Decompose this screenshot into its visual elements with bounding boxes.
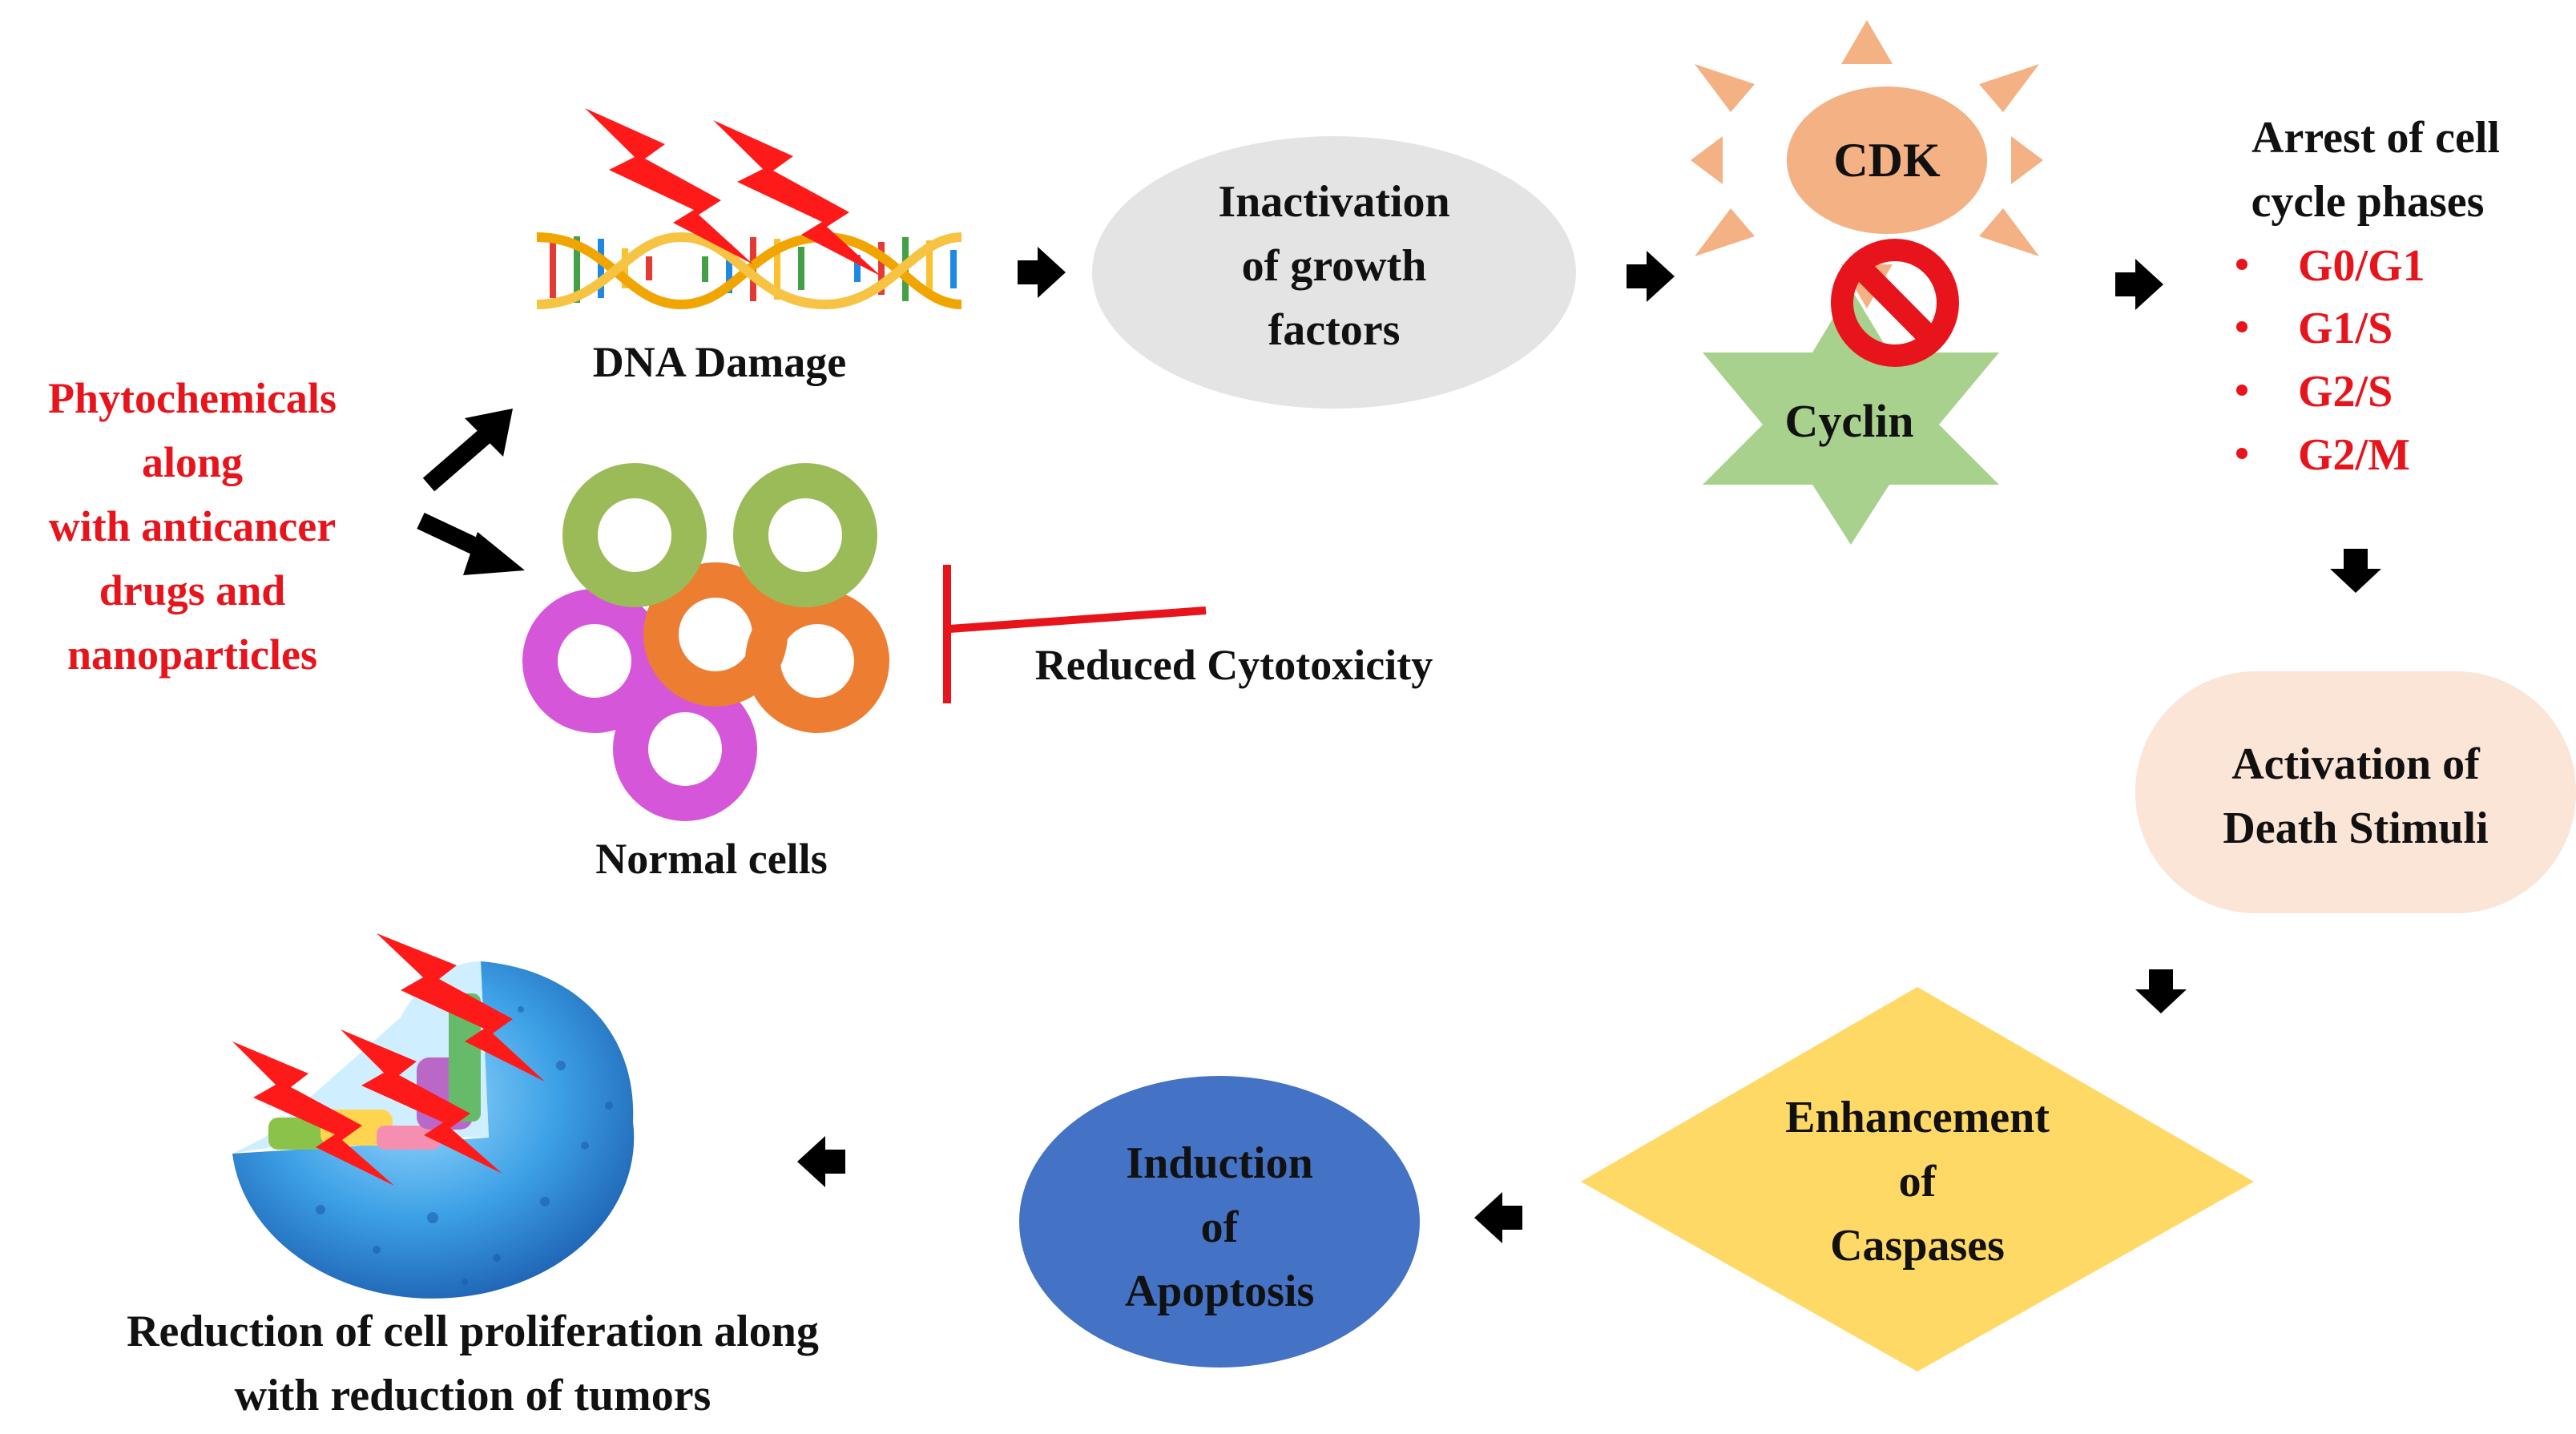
- source-line-1: Phytochemicals: [48, 374, 337, 422]
- arrest-title: Arrest of cell cycle phases: [2251, 113, 2500, 227]
- caspases-label: Enhancement of Caspases: [1785, 1093, 2050, 1271]
- source-line-3: with anticancer: [49, 502, 336, 550]
- tumor-lightning-icon: [232, 933, 545, 1186]
- death-stimuli-label: Activation of Death Stimuli: [2223, 739, 2488, 853]
- source-line-2: along: [142, 438, 243, 486]
- prohibited-icon: [1831, 239, 1959, 367]
- branch-arrow-up: [422, 409, 513, 492]
- death-stimuli-pill: [2135, 671, 2576, 913]
- cdk-sun-icon: [1691, 20, 2043, 308]
- caspases-diamond: [1581, 987, 2254, 1372]
- reduced-cytotoxicity-label: Reduced Cytotoxicity: [1035, 641, 1433, 689]
- cdk-label: CDK: [1833, 134, 1941, 187]
- normal-cells-label: Normal cells: [595, 835, 827, 883]
- source-label: Phytochemicals along with anticancer dru…: [48, 374, 337, 679]
- death-stimuli-line-2: Death Stimuli: [2223, 804, 2488, 853]
- arrow-to-outcome: [797, 1136, 845, 1187]
- arrow-to-arrest: [2115, 259, 2163, 310]
- arrow-to-cdk: [1627, 251, 1675, 302]
- outcome-line-1: Reduction of cell proliferation along: [127, 1307, 819, 1356]
- apoptosis-line-3: Apoptosis: [1125, 1267, 1315, 1316]
- phase-item: G0/G1: [2298, 241, 2425, 291]
- caspases-line-3: Caspases: [1830, 1221, 2005, 1271]
- apoptosis-label: Induction of Apoptosis: [1125, 1138, 1315, 1316]
- arrow-to-inactivation: [1018, 247, 1066, 298]
- caspases-line-2: of: [1899, 1157, 1937, 1206]
- phase-item: G2/S: [2298, 367, 2393, 417]
- outcome-label: Reduction of cell proliferation along wi…: [127, 1307, 819, 1420]
- inactivation-ellipse: [1092, 136, 1576, 409]
- apoptosis-ellipse: [1019, 1076, 1420, 1368]
- death-stimuli-line-1: Activation of: [2231, 739, 2481, 789]
- apoptosis-line-2: of: [1201, 1202, 1240, 1252]
- inactivation-line-1: Inactivation: [1218, 177, 1449, 227]
- inhibition-marker: [943, 565, 1207, 703]
- arrest-title-line-1: Arrest of cell: [2251, 113, 2500, 163]
- caspases-line-1: Enhancement: [1785, 1093, 2050, 1142]
- apoptosis-line-1: Induction: [1126, 1138, 1312, 1188]
- arrow-to-caspases: [2135, 969, 2187, 1013]
- arrow-to-death-stimuli: [2330, 549, 2381, 593]
- phase-item: G2/M: [2298, 430, 2410, 480]
- normal-cells-icon: [522, 463, 889, 821]
- dna-helix-icon: [536, 232, 962, 310]
- phase-list: G0/G1 G1/S G2/S G2/M: [2236, 241, 2425, 480]
- branch-arrow-down: [417, 513, 525, 575]
- lightning-bolt-icon: [585, 108, 881, 276]
- arrest-title-line-2: cycle phases: [2251, 177, 2485, 227]
- inactivation-label: Inactivation of growth factors: [1218, 177, 1449, 355]
- cyclin-label: Cyclin: [1784, 395, 1913, 447]
- outcome-line-2: with reduction of tumors: [235, 1371, 712, 1420]
- source-line-4: drugs and: [99, 566, 286, 614]
- phase-item: G1/S: [2298, 304, 2393, 353]
- source-line-5: nanoparticles: [67, 630, 317, 679]
- inactivation-line-3: factors: [1268, 305, 1401, 355]
- dna-damage-label: DNA Damage: [593, 338, 846, 386]
- inactivation-line-2: of growth: [1242, 241, 1427, 291]
- arrow-to-apoptosis: [1474, 1192, 1522, 1243]
